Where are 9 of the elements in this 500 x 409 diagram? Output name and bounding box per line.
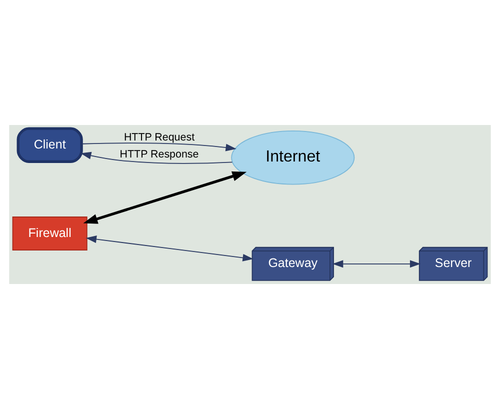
arrow (80, 152, 233, 164)
arrow (332, 260, 421, 268)
edge-label: HTTP Request (124, 131, 195, 144)
node-box: Client (16, 127, 83, 163)
arrow (81, 142, 236, 152)
arrow (83, 171, 247, 224)
edge-label: HTTP Response (120, 148, 199, 160)
arrow (86, 236, 254, 262)
node-box: Firewall (12, 216, 88, 250)
